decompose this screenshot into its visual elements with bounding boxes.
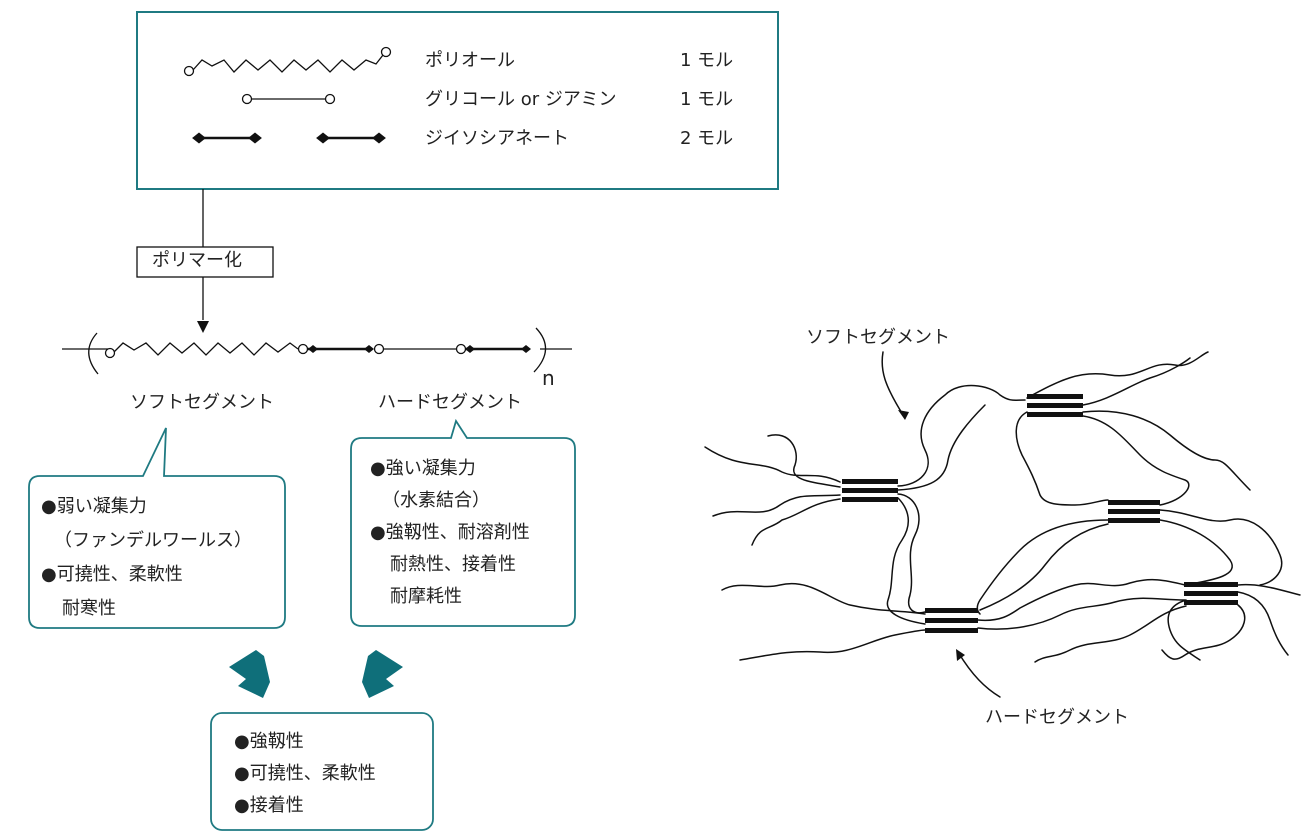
hard-box-line-5: 耐摩耗性 <box>390 586 462 607</box>
legend-diisocyanate-label: ジイソシアネート <box>425 128 569 149</box>
diisocyanate-symbol <box>192 132 386 144</box>
polymerization-label: ポリマー化 <box>152 250 242 271</box>
network-arrowheads <box>898 410 965 661</box>
soft-box-line-2: （ファンデルワールス） <box>54 530 252 551</box>
soft-segment-label: ソフトセグメント <box>130 392 274 413</box>
result-line-2: ●可撓性、柔軟性 <box>234 763 376 784</box>
soft-box-line-4: 耐寒性 <box>62 598 116 619</box>
legend-diisocyanate-amount: 2 モル <box>680 128 734 149</box>
process-box <box>136 246 274 278</box>
legend-glycol-label: グリコール or ジアミン <box>425 89 617 110</box>
hard-box-line-1: ●強い凝集力 <box>370 458 476 479</box>
hard-segment-blocks <box>842 394 1238 633</box>
hard-box-line-2: （水素結合） <box>382 490 490 511</box>
result-line-3: ●接着性 <box>234 795 304 816</box>
soft-box-line-1: ●弱い凝集力 <box>41 496 147 517</box>
teal-arrow-left <box>229 650 270 698</box>
polyol-symbol <box>183 46 392 77</box>
hard-callout-box <box>350 418 576 627</box>
repeat-n-label: n <box>542 366 555 390</box>
legend-box <box>136 11 779 190</box>
process-arrowhead <box>197 321 209 333</box>
legend-polyol-amount: 1 モル <box>680 50 734 71</box>
soft-box-line-3: ●可撓性、柔軟性 <box>41 564 183 585</box>
hard-box-line-3: ●強靱性、耐溶剤性 <box>370 522 530 543</box>
glycol-symbol <box>241 93 336 105</box>
soft-callout-box <box>28 427 286 629</box>
network-soft-segment-label: ソフトセグメント <box>806 327 950 348</box>
result-box <box>210 712 434 831</box>
teal-arrow-right <box>362 650 403 698</box>
network-chains <box>704 351 1301 698</box>
result-line-1: ●強靱性 <box>234 731 304 752</box>
hard-box-line-4: 耐熱性、接着性 <box>390 554 516 575</box>
legend-glycol-amount: 1 モル <box>680 89 734 110</box>
legend-polyol-label: ポリオール <box>425 50 515 71</box>
polymer-chain-diamonds <box>308 345 531 353</box>
network-hard-segment-label: ハードセグメント <box>985 707 1129 728</box>
polymer-chain <box>62 327 572 375</box>
hard-segment-label: ハードセグメント <box>378 392 522 413</box>
